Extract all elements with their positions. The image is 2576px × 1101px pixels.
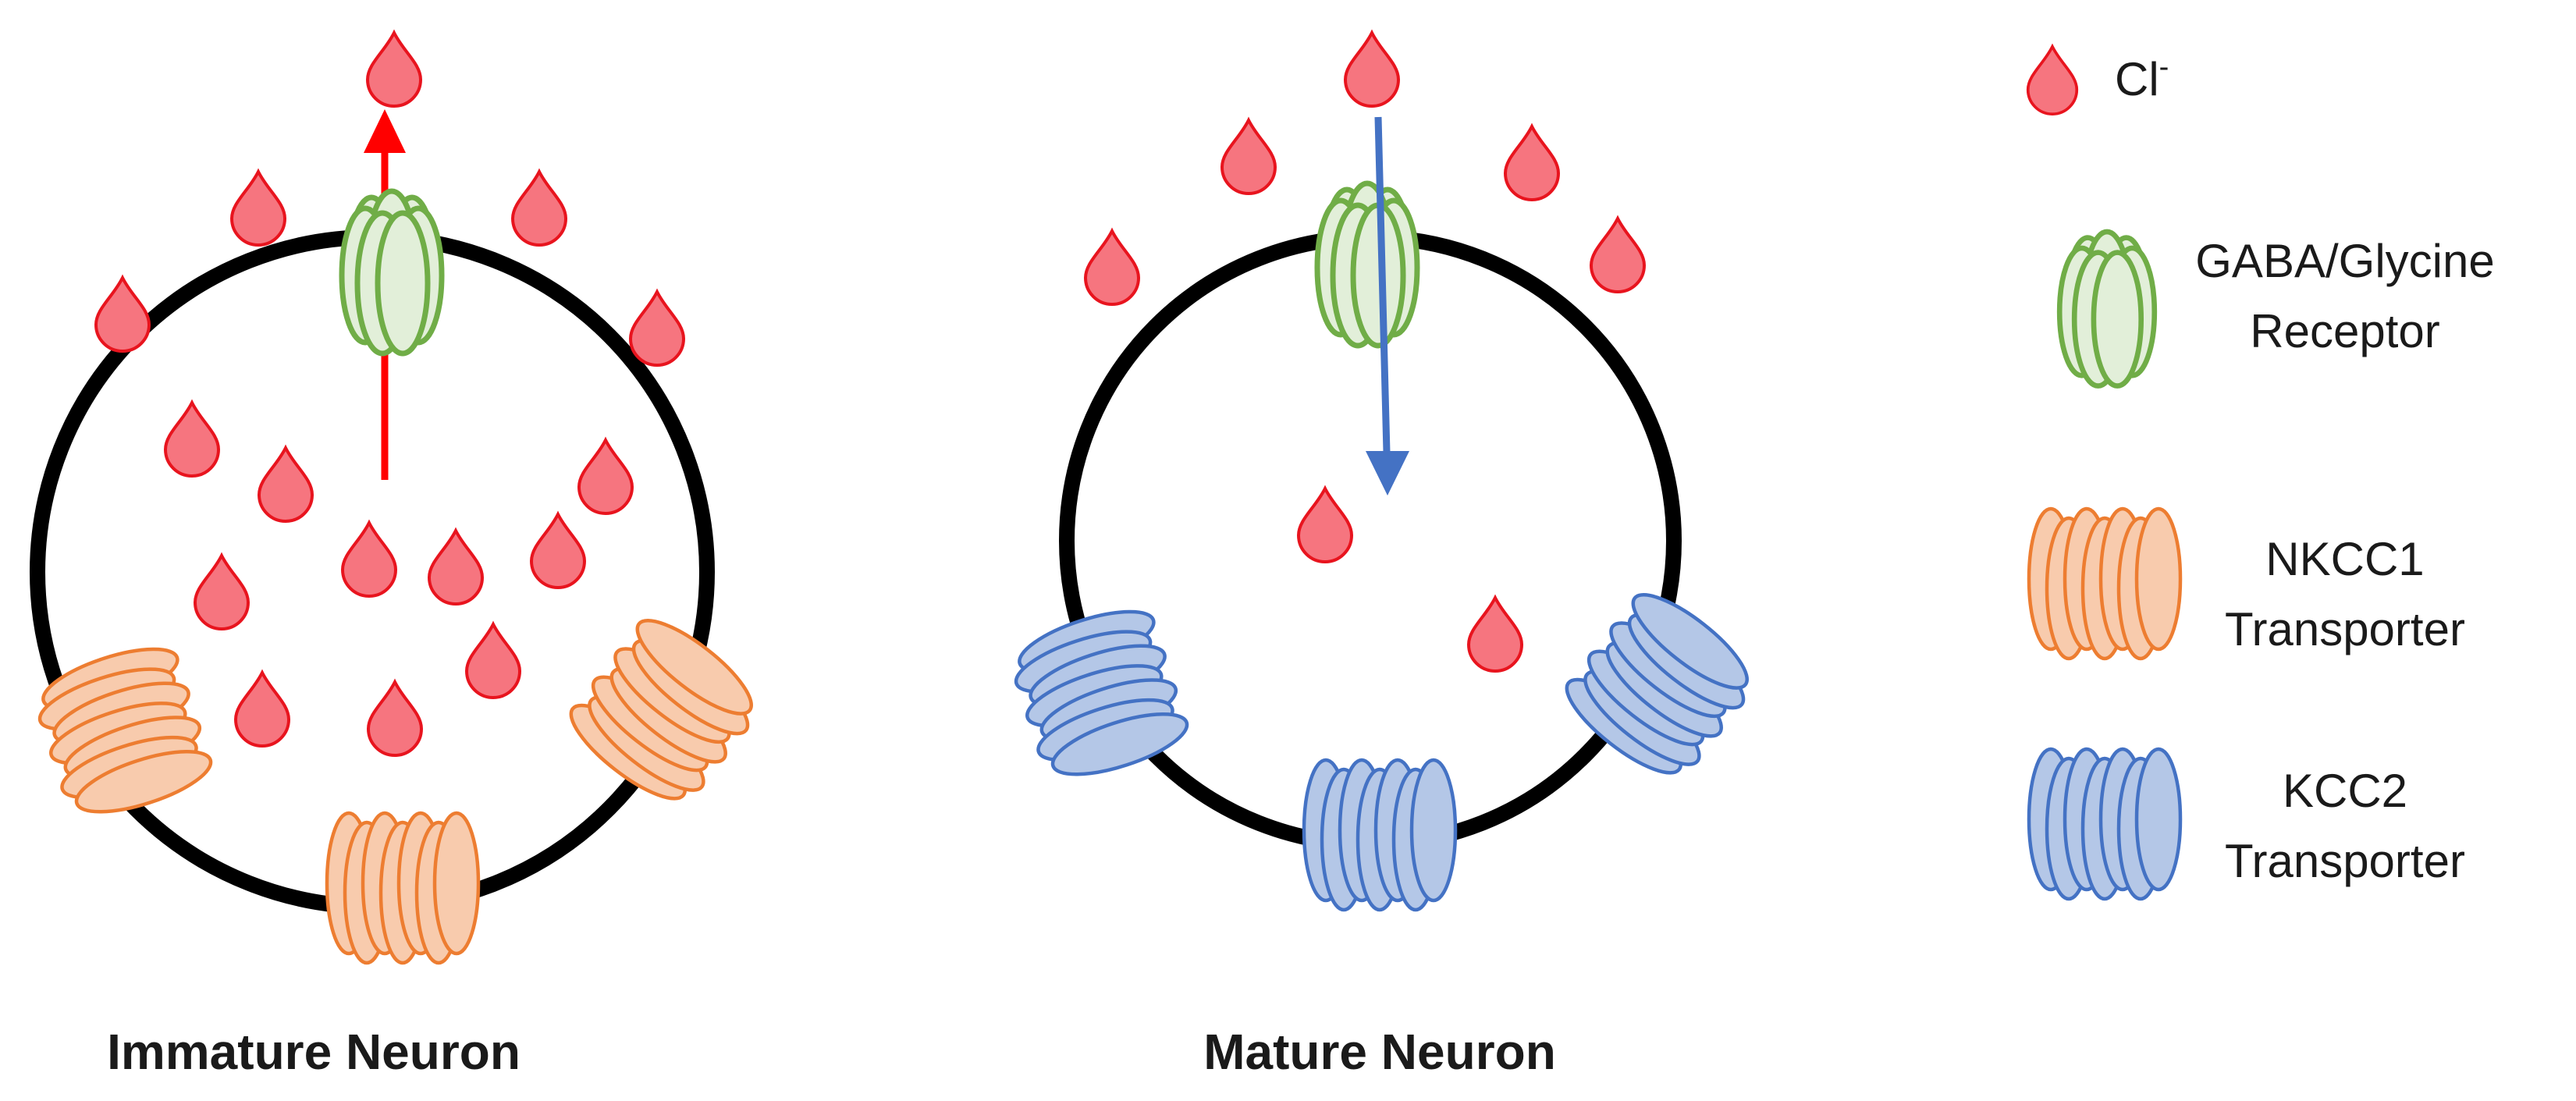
chloride-ion-icon: [163, 399, 221, 478]
legend: Cl- GABA/Glycine Receptor NKCC1 Transpor…: [2026, 43, 2495, 901]
kcc2-transporter-bottom: [1302, 758, 1458, 912]
chloride-ion-icon: [2026, 43, 2079, 115]
chloride-legend-icon: [2026, 43, 2079, 115]
chloride-ion-icon: [233, 669, 291, 748]
chloride-ion-icon: [1296, 485, 1354, 563]
chloride-ion-icon: [427, 527, 485, 606]
chloride-ion-icon: [577, 436, 634, 515]
chloride-ion-icon: [340, 519, 398, 598]
kcc2-transporter-left: [1014, 609, 1189, 776]
chloride-ion-icon: [1343, 29, 1401, 108]
chloride-ion-icon: [464, 620, 522, 699]
receptor-legend-label-line2: Receptor: [2250, 305, 2439, 357]
gaba-glycine-receptor: [1314, 180, 1420, 349]
intracellular-chloride-ions: [163, 399, 634, 757]
nkcc1-transporter-right: [569, 619, 753, 801]
extracellular-chloride-ions: [94, 29, 686, 367]
nkcc1-legend-label-line2: Transporter: [2225, 603, 2465, 655]
chloride-ion-icon: [510, 168, 568, 247]
chloride-legend-label: Cl-: [2115, 51, 2169, 105]
nkcc1-transporter-icon: [325, 811, 481, 965]
receptor-channel-icon: [339, 188, 445, 357]
chloride-influx-arrow: [1366, 116, 1409, 495]
kcc2-transporter-icon: [1565, 593, 1749, 775]
receptor-channel-icon: [2056, 229, 2158, 389]
receptor-legend-label-line1: GABA/Glycine: [2195, 235, 2494, 287]
immature-neuron-panel: Immature Neuron: [30, 29, 753, 1080]
nkcc1-transporter-left: [37, 647, 213, 814]
gaba-glycine-receptor: [339, 188, 445, 357]
kcc2-transporter-icon: [1014, 609, 1189, 776]
immature-neuron-title: Immature Neuron: [107, 1024, 521, 1080]
kcc2-transporter-icon: [2027, 747, 2183, 901]
chloride-ion-icon: [193, 552, 250, 630]
extracellular-chloride-ions: [1083, 29, 1647, 306]
chloride-ion-icon: [529, 510, 587, 589]
kcc2-transporter-icon: [1302, 758, 1458, 912]
nkcc1-legend-icon: [2027, 506, 2183, 661]
nkcc1-transporter-icon: [2027, 506, 2183, 661]
kcc2-legend-label-line2: Transporter: [2225, 835, 2465, 887]
nkcc1-legend-label-line1: NKCC1: [2265, 533, 2424, 585]
kcc2-legend-label-line1: KCC2: [2283, 765, 2407, 817]
chloride-ion-icon: [365, 29, 423, 108]
kcc2-legend-icon: [2027, 747, 2183, 901]
chloride-ion-icon: [1220, 116, 1277, 195]
chloride-ion-icon: [94, 274, 151, 353]
chloride-ion-icon: [1589, 215, 1647, 293]
chloride-ion-icon: [257, 444, 314, 523]
mature-neuron-panel: Mature Neuron: [1014, 29, 1749, 1080]
chloride-ion-icon: [366, 678, 424, 757]
chloride-ion-icon: [1466, 594, 1524, 673]
chloride-ion-icon: [628, 288, 686, 367]
kcc2-transporter-right: [1565, 593, 1749, 775]
receptor-channel-icon: [1314, 180, 1420, 349]
receptor-legend-icon: [2056, 229, 2158, 389]
nkcc1-transporter-icon: [569, 619, 753, 801]
mature-neuron-title: Mature Neuron: [1203, 1024, 1556, 1080]
intracellular-chloride-ions: [1296, 485, 1524, 673]
chloride-ion-icon: [229, 168, 287, 247]
nkcc1-transporter-icon: [37, 647, 213, 814]
chloride-ion-icon: [1083, 227, 1141, 306]
nkcc1-transporter-bottom: [325, 811, 481, 965]
chloride-ion-icon: [1503, 123, 1561, 201]
